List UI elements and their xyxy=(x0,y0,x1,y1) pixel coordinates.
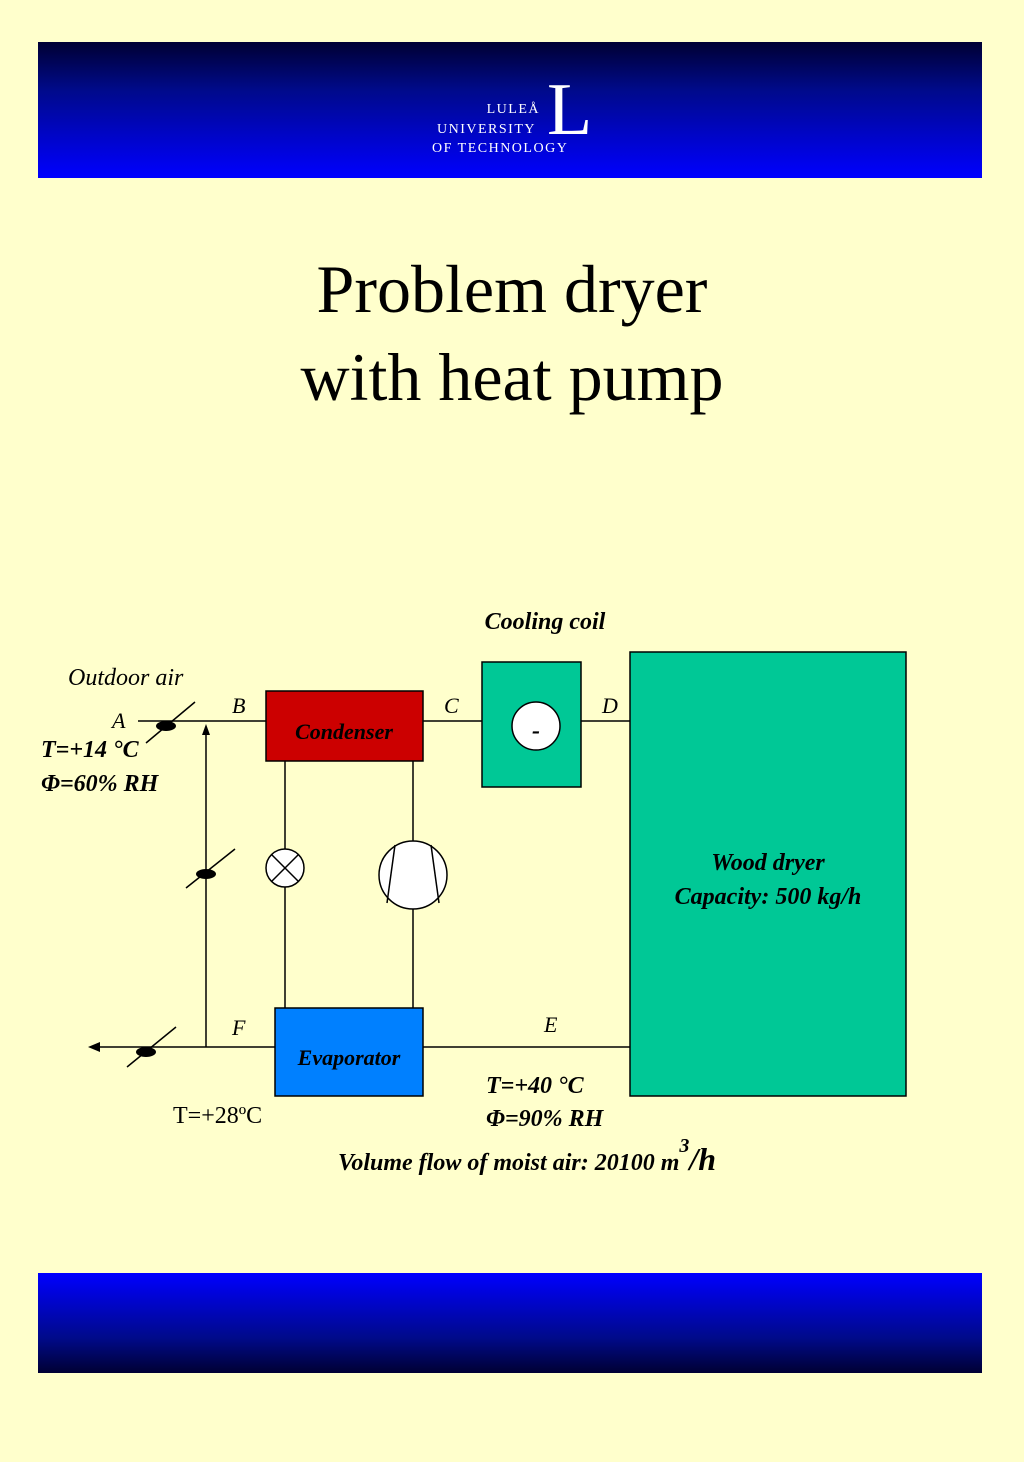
point-b-label: B xyxy=(232,693,245,718)
wood-dryer-capacity: Capacity: 500 kg/h xyxy=(675,884,862,910)
point-c-label: C xyxy=(444,693,459,718)
university-logo: LULEÅ UNIVERSITY OF TECHNOLOGY L xyxy=(432,69,592,156)
cooling-coil-circle xyxy=(511,701,561,751)
point-d-label: D xyxy=(601,693,618,718)
volume-flow-exponent: 3 xyxy=(678,1135,689,1157)
volume-flow-label: Volume flow of moist air: 20100 m3/h xyxy=(338,1135,716,1177)
point-e-label: E xyxy=(543,1012,558,1037)
expansion-valve-icon xyxy=(265,848,305,888)
recirculation-arrow-icon xyxy=(202,724,210,735)
damper-inlet-icon xyxy=(145,701,196,744)
cooling-coil-label: Cooling coil xyxy=(485,609,606,635)
logo-letter: L xyxy=(547,69,592,151)
dryer-outlet-temperature: T=+40 °C xyxy=(486,1073,585,1099)
condenser-label: Condenser xyxy=(295,719,393,744)
exhaust-arrow-icon xyxy=(88,1042,100,1052)
inlet-humidity: Φ=60% RH xyxy=(41,771,160,797)
evaporator-box: Evaporator xyxy=(274,1007,424,1097)
title-line-2: with heat pump xyxy=(300,339,724,415)
compressor-icon xyxy=(378,840,448,910)
logo-line-2: UNIVERSITY xyxy=(437,122,536,137)
exhaust-temperature: T=+28ºC xyxy=(173,1103,262,1129)
wood-dryer-box: Wood dryer Capacity: 500 kg/h xyxy=(629,651,907,1097)
dryer-outlet-humidity: Φ=90% RH xyxy=(486,1106,605,1132)
title-line-1: Problem dryer xyxy=(316,251,708,327)
duct-lines xyxy=(98,720,630,1048)
page-title: Problem dryer with heat pump xyxy=(0,245,1024,421)
outdoor-air-label: Outdoor air xyxy=(68,665,184,691)
cooling-coil-sign: - xyxy=(532,718,540,744)
evaporator-label: Evaporator xyxy=(297,1045,401,1070)
point-f-label: F xyxy=(231,1015,246,1040)
logo-line-1: LULEÅ xyxy=(487,101,540,117)
damper-exhaust-icon xyxy=(126,1026,177,1068)
point-a-label: A xyxy=(110,708,126,733)
logo-line-3: OF TECHNOLOGY xyxy=(432,141,568,156)
inlet-temperature: T=+14 °C xyxy=(41,737,140,763)
damper-recirculation-icon xyxy=(185,848,236,889)
wood-dryer-label: Wood dryer xyxy=(711,850,825,876)
top-banner xyxy=(38,42,982,178)
volume-flow-unit: /h xyxy=(687,1141,716,1177)
bottom-banner xyxy=(38,1273,982,1373)
condenser-box: Condenser xyxy=(265,690,424,762)
volume-flow-text: Volume flow of moist air: 20100 m xyxy=(338,1150,679,1176)
cooling-coil-box: - xyxy=(481,661,582,788)
